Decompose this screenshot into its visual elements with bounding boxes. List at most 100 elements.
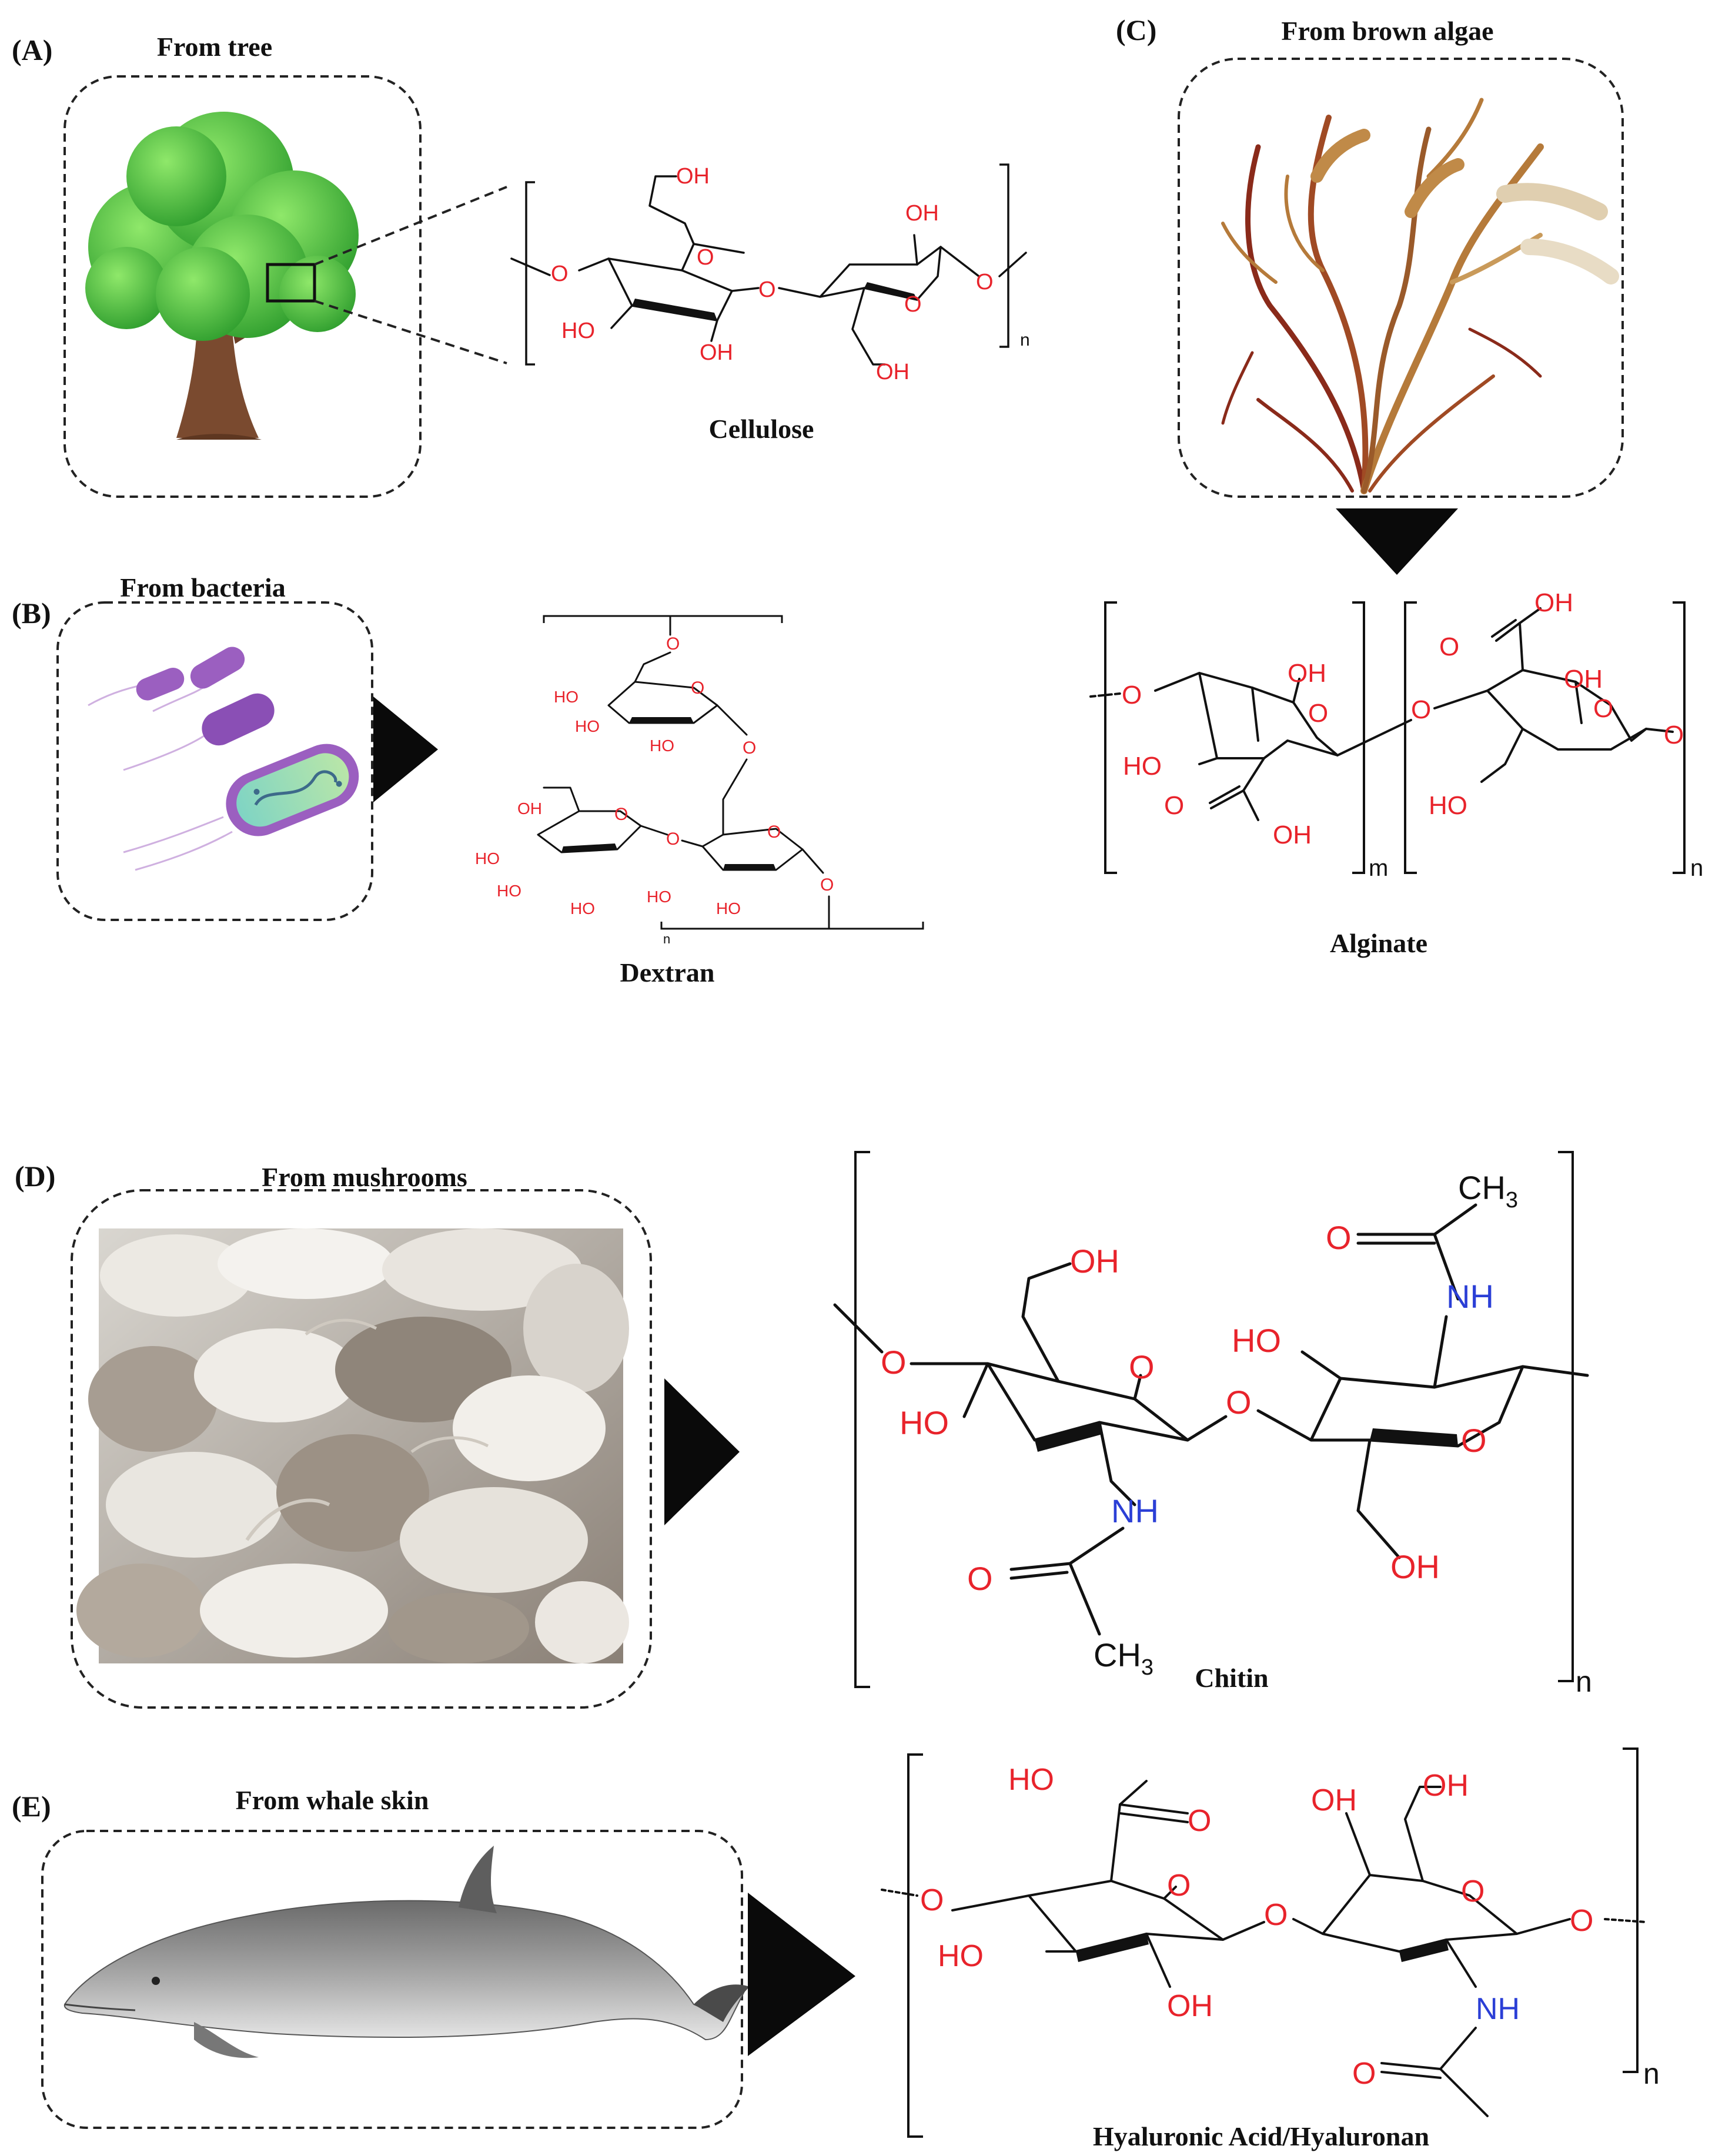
- arrow-triangle-icon: [1336, 508, 1458, 575]
- dextran-ring-o-low-right: O: [767, 822, 781, 842]
- chitin-oh-top-left: OH: [1070, 1243, 1119, 1280]
- brown-algae-illustration: [1221, 98, 1619, 494]
- tree-illustration: [85, 112, 359, 440]
- hyaluronan-o-bridge: O: [1264, 1898, 1288, 1932]
- hyaluronan-repeat-n: n: [1643, 2057, 1660, 2090]
- alginate-o-bridge: O: [1411, 695, 1431, 724]
- dextran-ho-low-1: OH: [517, 799, 542, 818]
- alginate-o-left: O: [1122, 681, 1142, 709]
- whale-illustration: [63, 1846, 750, 2058]
- chitin-structure: n O OH O HO NH O CH3 O: [833, 1151, 1592, 1698]
- dextran-ring-o-low-left: O: [614, 805, 628, 824]
- chitin-label: Chitin: [1195, 1663, 1268, 1693]
- arrow-triangle-icon: [664, 1378, 740, 1525]
- alginate-ring-o-left: O: [1308, 699, 1328, 728]
- hyaluronan-o-left: O: [920, 1883, 944, 1917]
- chitin-repeat-n: n: [1576, 1665, 1592, 1698]
- cellulose-oh-top-right: OH: [905, 201, 939, 226]
- chitin-nh-left: NH: [1111, 1492, 1159, 1529]
- dextran-o-bridge: O: [666, 829, 680, 849]
- hyaluronan-ho-left: HO: [938, 1939, 984, 1973]
- hyaluronan-ho-acid: HO: [1008, 1763, 1054, 1797]
- dextran-o-top: O: [666, 634, 680, 654]
- chitin-ring-o-left: O: [1129, 1348, 1155, 1385]
- cellulose-structure: n O OH O HO OH O OH O O OH: [510, 163, 1030, 384]
- chitin-carbonyl-o-left: O: [967, 1560, 993, 1597]
- alginate-oh-left-bottom: OH: [1273, 821, 1312, 849]
- cellulose-ring-o-right: O: [904, 292, 922, 317]
- dextran-o-link: O: [743, 738, 756, 758]
- panel-a: (A) From tree n: [12, 32, 1030, 498]
- alginate-repeat-n: n: [1690, 855, 1703, 881]
- alginate-oh-right-acid: OH: [1534, 588, 1573, 617]
- hyaluronan-structure: n O HO O O HO OH O: [881, 1747, 1660, 2138]
- alginate-label: Alginate: [1330, 928, 1427, 958]
- panel-b-frame: [56, 601, 373, 921]
- hyaluronan-oh-top-right-1: OH: [1311, 1783, 1357, 1817]
- chitin-o-left: O: [881, 1344, 907, 1381]
- hyaluronan-ring-o-right: O: [1461, 1874, 1484, 1909]
- alginate-ho-left: HO: [1123, 752, 1162, 781]
- arrow-triangle-icon: [748, 1893, 855, 2056]
- hyaluronan-oh-top-right-2: OH: [1423, 1769, 1469, 1803]
- panel-c-letter: (C): [1116, 14, 1156, 46]
- dextran-structure: O O HO HO HO O OH O HO HO HO O O HO HO: [475, 615, 924, 946]
- chitin-ch3-left: CH3: [1094, 1636, 1153, 1680]
- alginate-structure: m n O OH O HO O OH O: [1089, 588, 1703, 881]
- chitin-ring-o-right: O: [1461, 1422, 1487, 1459]
- dextran-ring-o-top: O: [691, 678, 704, 698]
- alginate-oh-right-top: OH: [1564, 665, 1603, 694]
- hyaluronan-nh: NH: [1476, 1992, 1520, 2026]
- panel-b-source: From bacteria: [120, 573, 285, 602]
- panel-c: (C) From brown algae m: [1089, 14, 1703, 958]
- hyaluronan-o-right: O: [1570, 1904, 1593, 1938]
- panel-a-letter: (A): [12, 34, 52, 66]
- panel-e-letter: (E): [12, 1790, 51, 1823]
- panel-a-frame: [63, 75, 422, 498]
- dextran-o-end: O: [820, 875, 834, 895]
- dextran-ho-low-6: HO: [716, 899, 741, 918]
- hyaluronan-carbonyl-o-amide: O: [1352, 2057, 1376, 2091]
- hyaluronan-oh-bottom-left: OH: [1167, 1989, 1213, 2023]
- panel-c-source: From brown algae: [1281, 16, 1493, 46]
- panel-d-frame: [71, 1189, 652, 1709]
- dextran-ho-low-5: HO: [647, 888, 671, 906]
- arrow-triangle-icon: [373, 697, 438, 802]
- dextran-ho-low-3: HO: [497, 882, 521, 900]
- cellulose-o-left: O: [551, 262, 569, 286]
- cellulose-o-bridge: O: [758, 277, 776, 302]
- hyaluronan-label: Hyaluronic Acid/Hyaluronan: [1093, 2121, 1429, 2151]
- cellulose-oh-bottom-right: OH: [876, 360, 910, 384]
- bacteria-illustration: [88, 647, 359, 871]
- panel-b: (B) From bacteria O: [12, 573, 924, 987]
- panel-d: (D) From mushrooms: [15, 1151, 1592, 1709]
- dextran-ho-low-4: HO: [570, 899, 595, 918]
- dextran-repeat-n: n: [663, 932, 670, 946]
- panel-d-source: From mushrooms: [262, 1162, 467, 1192]
- cellulose-oh-top: OH: [676, 164, 710, 189]
- dextran-ho-top-1: HO: [554, 688, 579, 706]
- chitin-ho-left: HO: [900, 1404, 949, 1441]
- alginate-ho-right: HO: [1429, 791, 1467, 820]
- panel-c-frame: [1178, 58, 1624, 498]
- panel-e-source: From whale skin: [236, 1785, 429, 1815]
- chitin-ch3-right: CH3: [1458, 1169, 1518, 1213]
- hyaluronan-ring-o-left: O: [1167, 1869, 1191, 1903]
- dextran-ho-low-2: HO: [475, 849, 500, 868]
- chitin-oh-bottom-right: OH: [1390, 1548, 1440, 1585]
- alginate-oh-left-top: OH: [1288, 659, 1326, 688]
- mushrooms-photo: [76, 1228, 629, 1663]
- dextran-ho-top-2: HO: [575, 717, 600, 735]
- dextran-ho-top-3: HO: [650, 736, 674, 755]
- dextran-label: Dextran: [620, 958, 715, 987]
- cellulose-o-right: O: [976, 270, 994, 294]
- cellulose-label: Cellulose: [709, 414, 814, 444]
- chitin-carbonyl-o-right: O: [1326, 1219, 1352, 1256]
- cellulose-oh-bottom-left: OH: [700, 340, 733, 365]
- cellulose-ring-o-left: O: [697, 245, 714, 270]
- alginate-carbonyl-o-left: O: [1164, 791, 1184, 820]
- hyaluronan-carbonyl-o: O: [1188, 1804, 1211, 1838]
- chitin-o-bridge: O: [1226, 1384, 1252, 1421]
- alginate-o-right: O: [1664, 721, 1684, 749]
